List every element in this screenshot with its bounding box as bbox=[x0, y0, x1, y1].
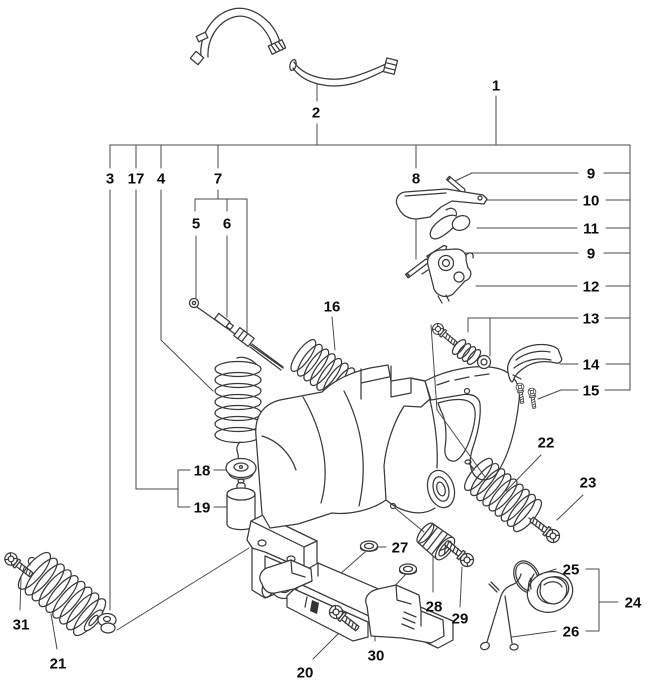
mount-bracket-30 bbox=[259, 559, 445, 644]
part-label-22: 22 bbox=[538, 435, 555, 452]
part-label-27: 27 bbox=[392, 540, 409, 557]
part-label-24: 24 bbox=[625, 595, 642, 612]
part-label-5: 5 bbox=[192, 216, 200, 233]
screw-23 bbox=[526, 513, 563, 546]
part-label-8: 8 bbox=[412, 171, 420, 188]
part-label-2: 2 bbox=[312, 105, 320, 122]
part-label-28: 28 bbox=[426, 599, 443, 616]
av-spring-22 bbox=[463, 457, 543, 533]
pin-8 bbox=[404, 256, 432, 279]
part-label-16: 16 bbox=[324, 299, 341, 316]
part-label-10: 10 bbox=[583, 193, 600, 210]
part-label-18: 18 bbox=[194, 463, 211, 480]
part-label-29: 29 bbox=[452, 611, 469, 628]
cap-retainer-26 bbox=[479, 573, 522, 651]
throttle-link-11 bbox=[429, 207, 471, 240]
fuel-hose-lower bbox=[289, 57, 399, 87]
fuel-cap-24 bbox=[526, 571, 574, 613]
part-label-11: 11 bbox=[583, 221, 599, 238]
part-label-19: 19 bbox=[194, 500, 211, 517]
part-label-30: 30 bbox=[368, 648, 385, 665]
throttle-cable bbox=[188, 297, 284, 371]
callout-structure-lines bbox=[19, 83, 631, 660]
coil-spring-4 bbox=[214, 356, 262, 464]
part-label-4: 4 bbox=[157, 171, 166, 188]
grommet-3 bbox=[97, 612, 117, 634]
part-label-14: 14 bbox=[583, 357, 600, 374]
part-label-9: 9 bbox=[587, 166, 595, 183]
part-label-15: 15 bbox=[583, 383, 600, 400]
part-label-21: 21 bbox=[50, 656, 67, 673]
fuel-filter bbox=[226, 478, 256, 531]
fuel-hose-upper bbox=[189, 7, 287, 66]
av-spring-21 bbox=[17, 551, 107, 637]
part-label-7: 7 bbox=[214, 171, 222, 188]
flange-nut-27a bbox=[359, 540, 379, 552]
part-label-23: 23 bbox=[580, 475, 597, 492]
handle-inlay-14 bbox=[506, 343, 563, 383]
part-label-26: 26 bbox=[563, 624, 580, 641]
part-label-12: 12 bbox=[583, 279, 600, 296]
part-label-6: 6 bbox=[223, 216, 231, 233]
throttle-lever-10 bbox=[395, 188, 488, 220]
part-label-20: 20 bbox=[297, 665, 314, 682]
part-label-25: 25 bbox=[563, 562, 580, 579]
part-label-31: 31 bbox=[13, 617, 30, 634]
part-label-13: 13 bbox=[583, 311, 600, 328]
part-label-9: 9 bbox=[587, 246, 595, 263]
part-label-1: 1 bbox=[492, 78, 500, 95]
av-buffer-28 bbox=[416, 522, 456, 561]
part-label-17: 17 bbox=[128, 171, 145, 188]
part-label-3: 3 bbox=[106, 171, 114, 188]
throttle-lock-12 bbox=[421, 248, 474, 304]
fuel-filter-grommet bbox=[225, 457, 257, 480]
idle-screw-13 bbox=[429, 320, 492, 370]
flange-nut-27b bbox=[398, 563, 418, 575]
